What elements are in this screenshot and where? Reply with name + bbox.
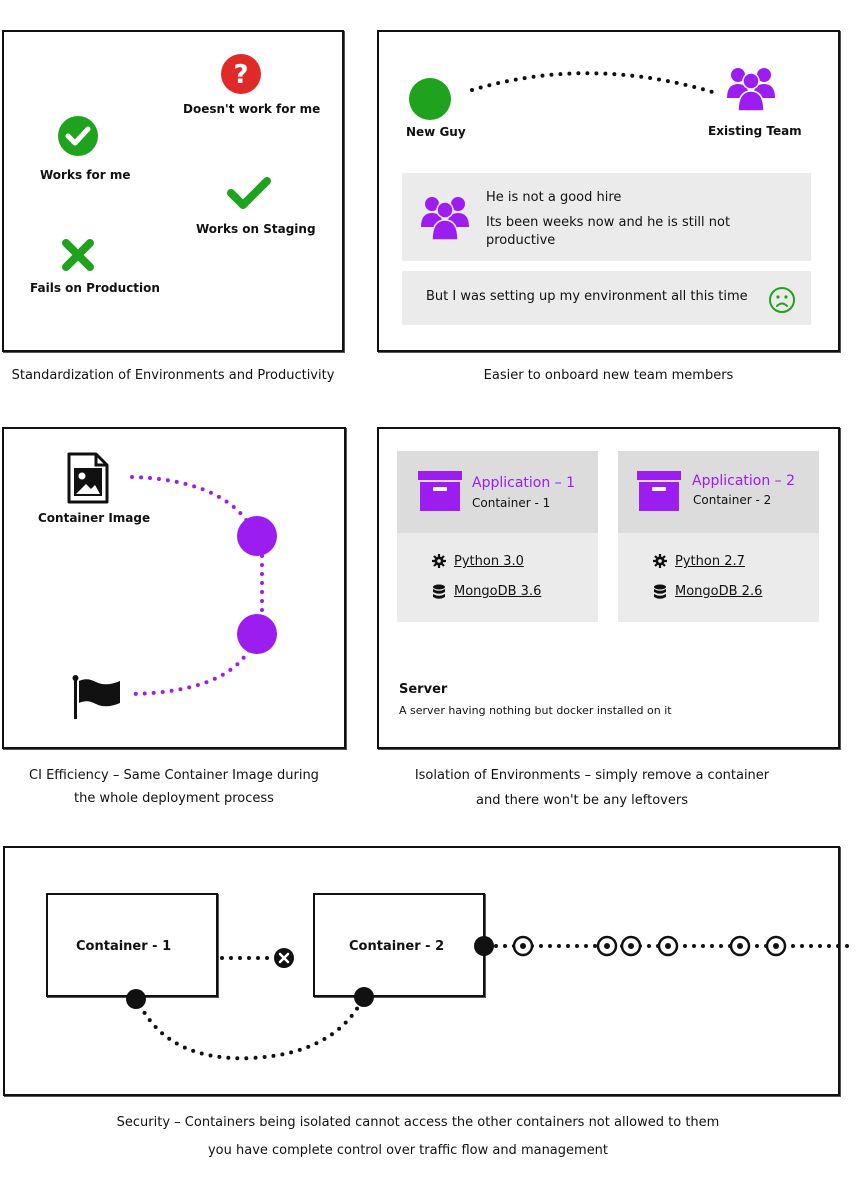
message-not-productive: Its been weeks now and he is still not p… xyxy=(486,215,731,248)
caption-ci-line2: the whole deployment process xyxy=(74,791,274,806)
team-icon xyxy=(727,68,775,112)
caption-onboarding: Easier to onboard new team members xyxy=(483,368,734,383)
port-node xyxy=(474,936,494,956)
question-icon: ? xyxy=(221,54,261,94)
app1-container-label: Container - 1 xyxy=(472,496,551,510)
server-title: Server xyxy=(399,682,448,697)
svg-text:?: ? xyxy=(233,60,248,90)
blocked-icon xyxy=(274,948,294,968)
database-icon xyxy=(433,584,445,599)
container1-label: Container - 1 xyxy=(76,939,172,954)
new-guy-label: New Guy xyxy=(406,125,466,139)
app1-db-link[interactable]: MongoDB 3.6 xyxy=(454,584,542,599)
app2-container-label: Container - 2 xyxy=(693,493,772,507)
pipeline-stage-node xyxy=(237,614,277,654)
packet-icon xyxy=(620,935,642,957)
caption-security-line2: you have complete control over traffic f… xyxy=(207,1143,609,1158)
flag-icon xyxy=(72,675,120,719)
check-mark-icon xyxy=(227,177,271,209)
box-icon xyxy=(637,471,681,511)
packet-icon xyxy=(657,935,679,957)
cross-icon xyxy=(62,239,94,271)
app2-body xyxy=(618,533,819,622)
message-not-good-hire: He is not a good hire xyxy=(486,190,622,205)
panel-standardization xyxy=(2,30,344,352)
sad-face-icon xyxy=(769,287,795,313)
app2-title: Application – 2 xyxy=(692,473,796,489)
container-image-label: Container Image xyxy=(38,511,151,525)
gear-icon xyxy=(432,554,446,568)
packet-icon xyxy=(729,935,751,957)
doesnt-work-label: Doesn't work for me xyxy=(183,102,321,116)
works-on-staging-label: Works on Staging xyxy=(196,222,316,236)
packet-icon xyxy=(512,935,534,957)
caption-ci-line1: CI Efficiency – Same Container Image dur… xyxy=(29,768,319,783)
fails-on-production-label: Fails on Production xyxy=(30,281,160,295)
new-guy-avatar-icon xyxy=(409,78,451,120)
image-file-icon xyxy=(67,452,109,504)
caption-isolation-line1: Isolation of Environments – simply remov… xyxy=(414,768,770,783)
pipeline-stage-node xyxy=(237,516,277,556)
panel-ci-efficiency xyxy=(2,427,346,749)
app2-runtime-link[interactable]: Python 2.7 xyxy=(675,554,745,569)
app2-db-link[interactable]: MongoDB 2.6 xyxy=(675,584,763,599)
caption-security-line1: Security – Containers being isolated can… xyxy=(116,1115,720,1130)
port-node xyxy=(354,987,374,1007)
container2-label: Container - 2 xyxy=(349,939,445,954)
message-box-new-guy xyxy=(402,271,811,325)
packet-icon xyxy=(765,935,787,957)
team-icon xyxy=(421,197,469,241)
check-circle-icon xyxy=(58,116,98,156)
database-icon xyxy=(654,584,666,599)
port-node xyxy=(126,989,146,1009)
existing-team-label: Existing Team xyxy=(708,124,802,138)
works-for-me-label: Works for me xyxy=(40,168,131,182)
server-description: A server having nothing but docker insta… xyxy=(399,704,672,717)
gear-icon xyxy=(653,554,667,568)
packet-icon xyxy=(596,935,618,957)
caption-isolation-line2: and there won't be any leftovers xyxy=(476,793,688,808)
box-icon xyxy=(418,471,462,511)
message-setting-up: But I was setting up my environment all … xyxy=(426,289,748,304)
app1-runtime-link[interactable]: Python 3.0 xyxy=(454,554,524,569)
app1-title: Application – 1 xyxy=(472,475,576,491)
message-box-team xyxy=(402,173,811,261)
caption-standardization: Standardization of Environments and Prod… xyxy=(11,368,335,383)
app1-body xyxy=(397,533,598,622)
container1-box[interactable] xyxy=(46,893,218,997)
